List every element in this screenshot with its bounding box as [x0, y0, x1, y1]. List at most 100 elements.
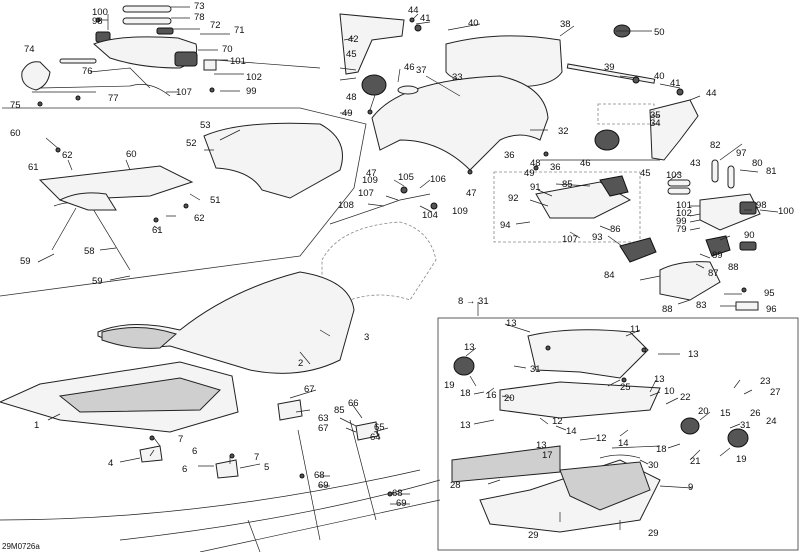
callout-label: 100	[92, 7, 108, 18]
callout-label: 10	[664, 386, 675, 397]
callout-label: 68	[314, 470, 325, 481]
callout-label: 12	[596, 433, 607, 444]
callout-label: 73	[194, 1, 205, 12]
callout-label: 47	[466, 188, 477, 199]
callout-label: 102	[676, 208, 692, 219]
callout-label: 26	[750, 408, 761, 419]
callout-label: 44	[706, 88, 717, 99]
callout-label: 25	[620, 382, 631, 393]
callout-label: 1	[34, 420, 39, 431]
callout-label: 7	[254, 452, 259, 463]
callout-label: 67	[318, 423, 329, 434]
callout-label: 37	[416, 65, 427, 76]
callout-label: 59	[20, 256, 31, 267]
callout-label: 96	[766, 304, 777, 315]
callout-label: 103	[666, 170, 682, 181]
callout-label: 24	[766, 416, 777, 427]
callout-label: 21	[690, 456, 701, 467]
callout-label: 69	[396, 498, 407, 509]
callout-label: 13	[688, 349, 699, 360]
callout-label: 11	[630, 324, 640, 335]
callout-label: 101	[230, 56, 246, 67]
callout-label: 84	[604, 270, 615, 281]
callout-label: 70	[222, 44, 233, 55]
callout-label: 7	[178, 434, 183, 445]
callout-label: 33	[452, 72, 463, 83]
callout-label: 32	[558, 126, 569, 137]
callout-label: 45	[640, 168, 651, 179]
callout-label: 60	[10, 128, 21, 139]
callout-label: 44	[408, 5, 419, 16]
callout-label: 63	[318, 413, 329, 424]
callout-label: 83	[696, 300, 707, 311]
callout-label: 13	[654, 374, 665, 385]
callout-label: 40	[468, 18, 479, 29]
callout-label: 18	[656, 444, 667, 455]
callout-label: 98	[756, 200, 767, 211]
base-plate-group	[0, 361, 441, 552]
callout-label: 58	[84, 246, 95, 257]
callout-label: 64	[370, 432, 381, 443]
callout-label: 48	[346, 92, 357, 103]
callout-label: 46	[580, 158, 591, 169]
drawing-code: 29M0726a	[2, 542, 40, 551]
callout-label: 42	[348, 34, 359, 45]
callout-label: 23	[760, 376, 771, 387]
callout-label: 85	[562, 179, 573, 190]
callout-label: 19	[444, 380, 455, 391]
callout-label: 93	[592, 232, 603, 243]
callout-label: 79	[676, 224, 687, 235]
seat-base-box	[437, 317, 799, 551]
callout-label: 36	[550, 162, 561, 173]
callout-label: 77	[108, 93, 119, 104]
callout-label: 20	[504, 393, 515, 404]
callout-label: 88	[728, 262, 739, 273]
callout-label: 29	[528, 530, 539, 541]
callout-label: 13	[536, 440, 547, 451]
callout-label: 38	[560, 19, 571, 30]
callout-label: 16	[486, 390, 497, 401]
callout-label: 12	[552, 416, 563, 427]
callout-label: 2	[298, 358, 303, 369]
callout-label: 20	[698, 406, 709, 417]
callout-label: 89	[712, 250, 723, 261]
callout-label: 78	[194, 12, 205, 23]
callout-label: 18	[460, 388, 471, 399]
callout-label: 13	[460, 420, 471, 431]
callout-label: 87	[708, 268, 719, 279]
callout-label: 30	[648, 460, 659, 471]
callout-label: 29	[648, 528, 659, 539]
callout-label: 108	[338, 200, 354, 211]
callout-label: 109	[452, 206, 468, 217]
callout-label: 107	[358, 188, 374, 199]
callout-label: 27	[770, 387, 781, 398]
callout-label: 14	[618, 438, 629, 449]
callout-label: 13	[506, 318, 517, 329]
callout-label: 67	[304, 384, 315, 395]
right-side-parts	[619, 159, 761, 311]
callout-label: 91	[530, 182, 541, 193]
callout-label: 40	[654, 71, 665, 82]
callout-label: 9	[688, 482, 693, 493]
callout-label: 62	[62, 150, 73, 161]
callout-label: 5	[264, 462, 269, 473]
callout-label: 61	[152, 225, 163, 236]
callout-label: 51	[210, 195, 221, 206]
callout-label: 82	[710, 140, 721, 151]
callout-label: 72	[210, 20, 221, 31]
callout-label: 17	[542, 450, 553, 461]
callout-label: 41	[670, 78, 681, 89]
callout-label: 36	[504, 150, 515, 161]
callout-label: 41	[420, 13, 431, 24]
callout-label: 65	[374, 422, 385, 433]
callout-label: 48	[530, 158, 541, 169]
callout-label: 95	[764, 288, 775, 299]
callout-label: 92	[508, 193, 519, 204]
callout-label: 22	[680, 392, 691, 403]
leader-lines	[37, 6, 779, 530]
center-seat-group	[97, 171, 641, 374]
callout-label: 61	[28, 162, 39, 173]
callout-label: 107	[562, 234, 578, 245]
